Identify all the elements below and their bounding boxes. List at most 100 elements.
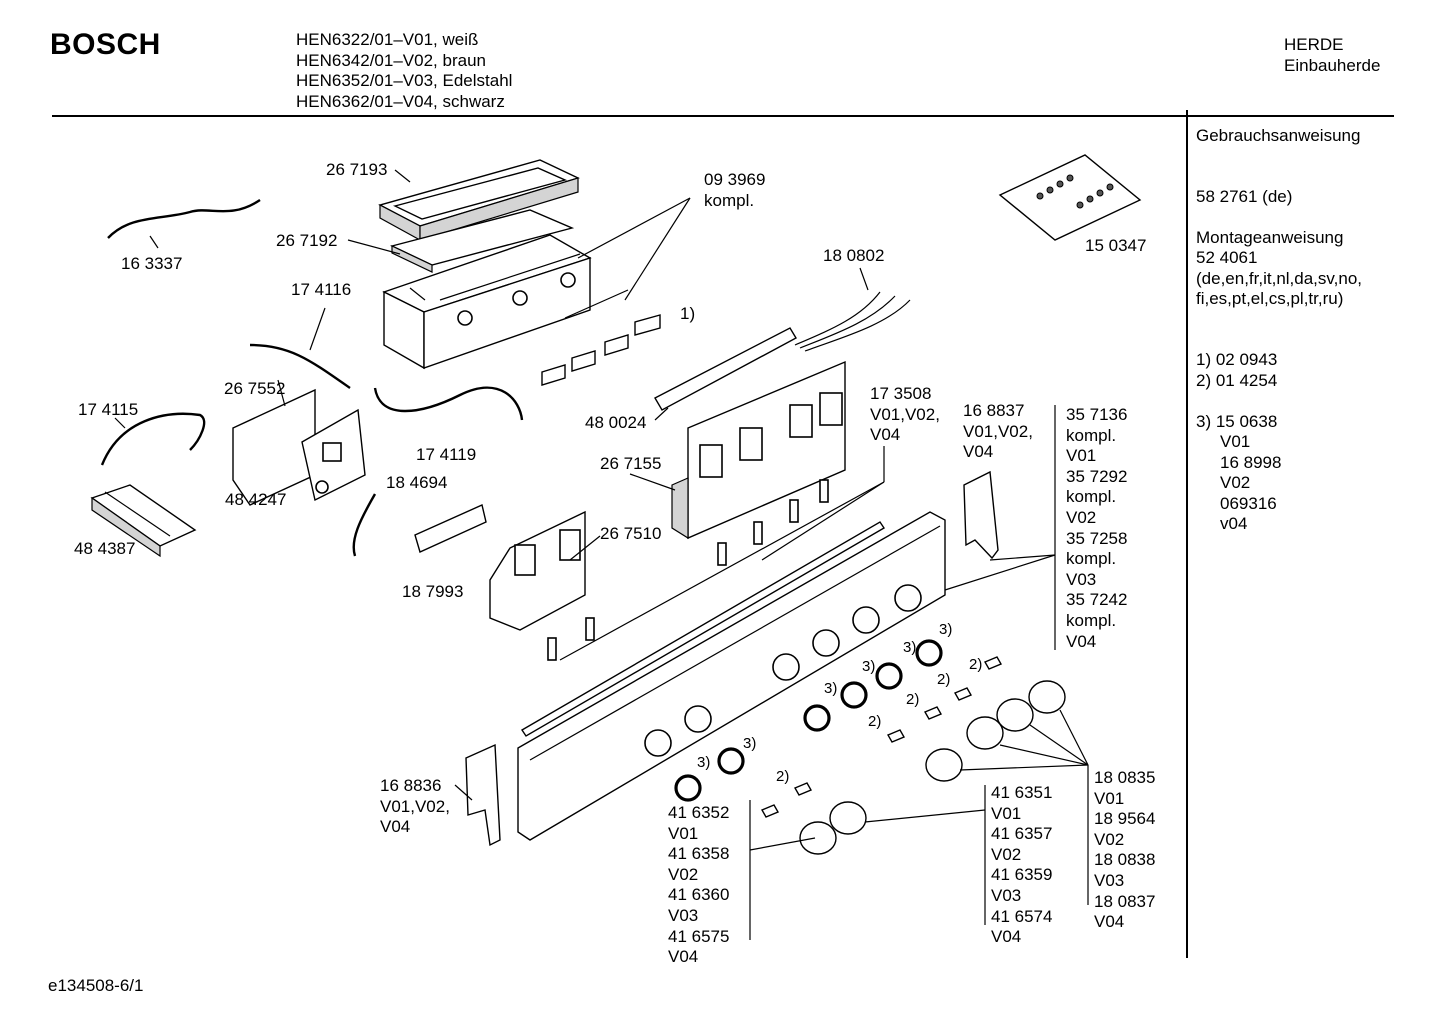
header-divider xyxy=(52,115,1394,117)
part-label-line: 17 3508 xyxy=(870,384,932,403)
part-label: 18 4694 xyxy=(386,473,448,492)
part-label-line: V04 xyxy=(1094,912,1125,932)
display-housing-267510 xyxy=(489,510,586,631)
tab-set xyxy=(760,656,1003,818)
sidebar-item: 52 4061 xyxy=(1196,248,1258,267)
part-label-line: V03 xyxy=(1066,569,1097,589)
category-line: HERDE xyxy=(1284,35,1344,54)
part-label-line: kompl. xyxy=(704,190,755,210)
part-label-line: 16 8837 xyxy=(963,401,1025,420)
part-label-line: kompl. xyxy=(1066,487,1117,507)
part-label-line: 41 6352 xyxy=(668,803,730,822)
part-label: 48 0024 xyxy=(585,413,647,432)
bracket-168837 xyxy=(963,470,999,560)
sidebar-item: 1) 02 0943 xyxy=(1196,350,1278,369)
part-label-line: 41 6357 xyxy=(991,824,1053,844)
note-marker: 3) xyxy=(743,735,757,752)
knob-set xyxy=(799,680,1066,855)
note-marker: 2) xyxy=(937,671,951,688)
part-label-line: 18 9564 xyxy=(1094,809,1156,829)
harness-184694 xyxy=(352,493,377,557)
part-label: 18 0835 V01 18 9564 V02 18 0838 V03 18 0… xyxy=(1094,768,1155,933)
part-label-line: V03 xyxy=(668,905,699,925)
part-label: 16 3337 xyxy=(121,254,183,273)
part-label-line: 35 7242 xyxy=(1066,590,1128,610)
leader-lines xyxy=(114,169,1089,940)
part-label: 16 8836 V01,V02, V04 xyxy=(380,776,450,838)
note-marker: 3) xyxy=(862,658,876,675)
part-label: 35 7136 kompl. V01 35 7292 kompl. V02 35… xyxy=(1066,405,1127,652)
sidebar-item: 3) 15 0638 xyxy=(1196,412,1278,431)
note-marker: 1) xyxy=(680,304,696,323)
knob-ring-set xyxy=(674,639,943,802)
sidebar-item: V02 xyxy=(1220,473,1251,492)
cable-174115 xyxy=(100,412,206,466)
note-marker: 2) xyxy=(969,656,983,673)
bracket-168836 xyxy=(465,743,501,847)
part-label-line: V01,V02, xyxy=(380,796,450,816)
part-label: 16 8837 V01,V02, V04 xyxy=(963,401,1033,463)
part-label-line: 09 3969 xyxy=(704,170,766,189)
part-label-line: V03 xyxy=(991,885,1022,905)
part-label: 17 4119 xyxy=(416,445,477,464)
model-list: HEN6322/01–V01, weiß HEN6342/01–V02, bra… xyxy=(296,30,512,112)
clip-set xyxy=(547,479,829,661)
part-label-line: V01 xyxy=(1094,788,1125,808)
part-label-line: V03 xyxy=(1094,870,1125,890)
note-marker: 2) xyxy=(776,768,790,785)
screw-bag-150347 xyxy=(998,154,1142,241)
cable-174116 xyxy=(249,343,351,389)
sidebar-item: v04 xyxy=(1220,514,1248,533)
part-label-line: 35 7258 xyxy=(1066,528,1128,548)
part-label-line: V02 xyxy=(1094,829,1125,849)
cable-174119 xyxy=(373,386,524,421)
part-label-line: V04 xyxy=(870,425,901,445)
part-label: 17 4116 xyxy=(291,280,352,299)
plate-187993 xyxy=(414,504,487,553)
part-label: 18 0802 xyxy=(823,246,885,265)
part-label-line: V01 xyxy=(668,823,699,843)
part-label: 26 7193 xyxy=(326,160,388,179)
part-label-line: V01 xyxy=(1066,446,1097,466)
part-label: 26 7155 xyxy=(600,454,662,473)
switch-set-093969 xyxy=(541,197,691,386)
part-label-line: V04 xyxy=(380,817,411,837)
part-label-line: kompl. xyxy=(1066,425,1117,445)
sidebar-item: V01 xyxy=(1220,432,1251,451)
part-label-line: 18 0838 xyxy=(1094,850,1156,870)
board-part-267192 xyxy=(389,209,575,273)
part-label-line: 18 0837 xyxy=(1094,891,1156,911)
display-housing-267155 xyxy=(671,360,846,540)
harness-180802 xyxy=(794,267,911,352)
sidebar-item: Montageanweisung xyxy=(1196,228,1344,247)
part-label-line: 41 6360 xyxy=(668,885,730,905)
model-line: HEN6322/01–V01, weiß xyxy=(296,30,479,49)
part-label-line: 41 6575 xyxy=(668,926,730,946)
sidebar-item: Gebrauchsanweisung xyxy=(1196,126,1361,145)
part-label-line: V01 xyxy=(991,803,1022,823)
sidebar-item: 16 8998 xyxy=(1220,453,1282,472)
part-label-line: kompl. xyxy=(1066,549,1117,569)
category-line: Einbauherde xyxy=(1284,55,1381,75)
part-label-line: 35 7292 xyxy=(1066,466,1128,486)
note-marker: 3) xyxy=(903,639,917,656)
part-label: 26 7552 xyxy=(224,379,286,398)
note-marker: 2) xyxy=(906,691,920,708)
model-line: HEN6342/01–V02, braun xyxy=(296,50,486,70)
part-label-line: V04 xyxy=(991,927,1022,947)
sidebar-item: 069316 xyxy=(1220,494,1277,513)
part-label-line: V04 xyxy=(963,442,994,462)
part-label-line: V04 xyxy=(1066,631,1097,651)
model-line: HEN6362/01–V04, schwarz xyxy=(296,91,505,111)
part-label-line: 41 6358 xyxy=(668,844,730,864)
part-label: 09 3969 kompl. xyxy=(704,170,765,211)
part-label-line: V02 xyxy=(1066,507,1097,527)
part-label: 15 0347 xyxy=(1085,236,1147,255)
part-label: 41 6352 V01 41 6358 V02 41 6360 V03 41 6… xyxy=(668,803,729,968)
sidebar-item: (de,en,fr,it,nl,da,sv,no, xyxy=(1196,269,1362,288)
part-label: 26 7510 xyxy=(600,524,662,543)
note-marker: 2) xyxy=(868,713,882,730)
part-label-line: 18 0835 xyxy=(1094,768,1156,787)
part-label: 48 4247 xyxy=(225,490,287,509)
connector-484387 xyxy=(90,484,197,558)
